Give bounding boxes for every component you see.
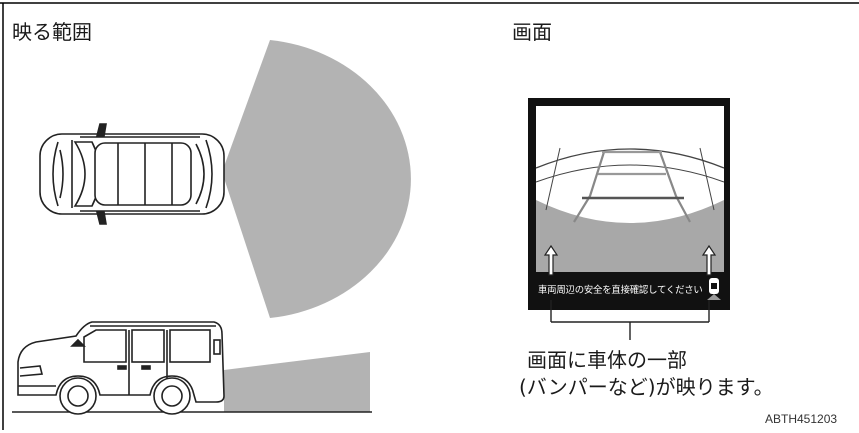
- car-side-view: [17, 321, 225, 415]
- caption-bracket: [550, 300, 710, 340]
- car-top-view: [39, 123, 225, 225]
- figure-code: ABTH451203: [765, 412, 838, 426]
- caption-line-1: 画面に車体の一部: [527, 348, 687, 372]
- horizon-curve: [535, 148, 725, 169]
- bumper-arrows: [543, 244, 717, 276]
- guide-lines: [573, 150, 691, 223]
- coverage-sector-top-view: [222, 40, 411, 318]
- caption-line-2: (バンパーなど)が映ります。: [519, 375, 774, 399]
- screen-title: 画面: [512, 20, 552, 44]
- coverage-title: 映る範囲: [12, 20, 92, 44]
- vehicle-status-icon: [707, 278, 721, 300]
- warning-bar: [536, 272, 724, 304]
- coverage-area-side-view: [224, 352, 370, 412]
- bumper-region: [536, 200, 724, 272]
- screen-warning-text: 車両周辺の安全を直接確認してください: [538, 285, 703, 296]
- camera-screen: [528, 98, 730, 310]
